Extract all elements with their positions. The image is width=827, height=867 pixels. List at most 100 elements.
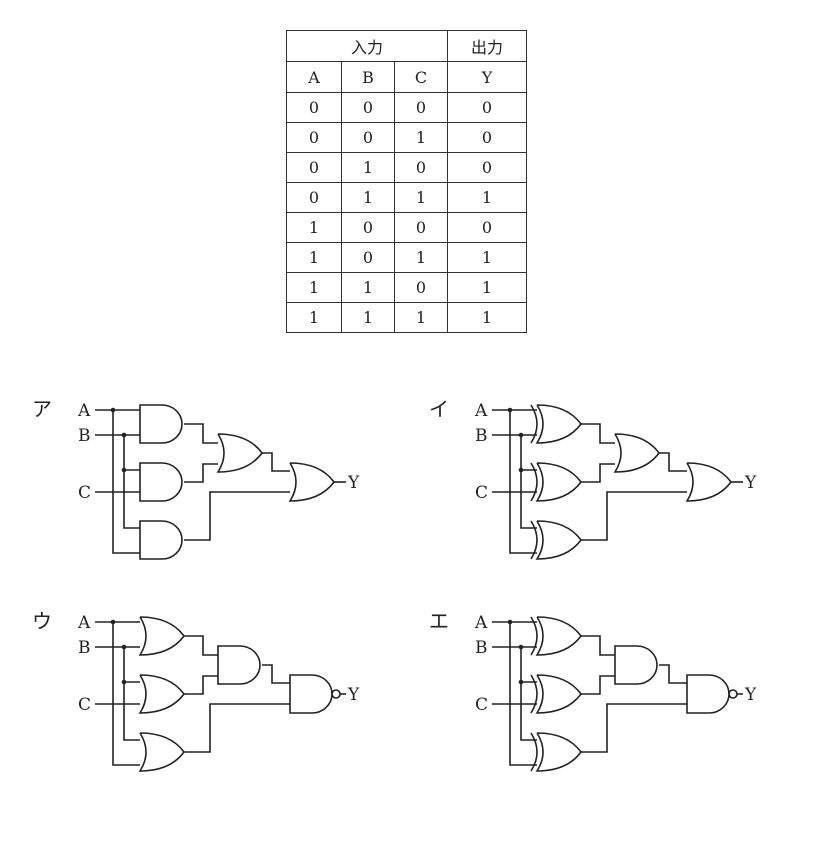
junction-dot xyxy=(110,407,116,413)
or-gate xyxy=(613,433,660,473)
wire xyxy=(659,664,687,684)
wire xyxy=(659,452,687,472)
circuit-option-label: ウ xyxy=(32,609,52,633)
input-label-b: B xyxy=(78,426,91,446)
table-cell: 1 xyxy=(286,212,342,243)
wire xyxy=(123,470,140,529)
wire xyxy=(581,703,687,753)
wire xyxy=(184,635,218,656)
xor-gate xyxy=(535,520,582,560)
table-cell: 0 xyxy=(341,242,395,273)
circuit-option-label: イ xyxy=(429,397,449,421)
wire xyxy=(581,423,615,444)
wire xyxy=(123,435,140,471)
junction-dot xyxy=(121,644,127,650)
wire xyxy=(581,675,615,695)
wire xyxy=(184,703,290,753)
junction-dot xyxy=(121,467,127,473)
wire xyxy=(184,491,290,541)
truth-table-column-header-row: A B C Y xyxy=(286,61,527,93)
junction-dot xyxy=(121,432,127,438)
xor-gate-extra-curve xyxy=(530,616,538,656)
xor-gate xyxy=(535,404,582,444)
wire xyxy=(184,423,218,444)
xor-gate-extra-curve xyxy=(530,732,538,772)
or-gate xyxy=(138,616,185,656)
wire xyxy=(509,410,537,554)
or-gate xyxy=(685,462,732,502)
input-label-c: C xyxy=(475,695,488,715)
wire xyxy=(123,682,140,741)
input-label-c: C xyxy=(78,483,91,503)
output-label-y: Y xyxy=(347,685,360,705)
outputs-group-header: 出力 xyxy=(447,30,527,62)
xor-gate-extra-curve xyxy=(530,520,538,560)
table-cell: 1 xyxy=(394,242,448,273)
table-cell: 1 xyxy=(286,242,342,273)
column-header-y: Y xyxy=(447,61,527,93)
table-cell: 1 xyxy=(286,272,342,303)
output-label-y: Y xyxy=(744,685,757,705)
table-cell: 1 xyxy=(447,272,527,303)
junction-dot xyxy=(121,679,127,685)
input-label-c: C xyxy=(475,483,488,503)
nand-gate xyxy=(289,674,333,714)
junction-dot xyxy=(518,679,524,685)
wire xyxy=(112,622,140,766)
and-gate xyxy=(139,462,183,502)
nand-gate xyxy=(686,674,730,714)
table-cell: 0 xyxy=(394,152,448,183)
or-gate xyxy=(138,674,185,714)
xor-gate-extra-curve xyxy=(530,462,538,502)
wire xyxy=(112,410,140,554)
input-label-c: C xyxy=(78,695,91,715)
junction-dot xyxy=(518,644,524,650)
table-cell: 1 xyxy=(447,242,527,273)
or-gate xyxy=(138,732,185,772)
xor-gate-extra-curve xyxy=(530,674,538,714)
and-gate xyxy=(139,404,183,444)
wire xyxy=(581,463,615,483)
input-label-a: A xyxy=(77,401,91,421)
wire xyxy=(520,470,537,529)
junction-dot xyxy=(507,407,513,413)
and-gate xyxy=(614,645,658,685)
table-cell: 1 xyxy=(394,302,448,333)
xor-gate xyxy=(535,674,582,714)
circuit-u: ウ AB C Y xyxy=(32,609,360,772)
inversion-bubble xyxy=(728,689,738,699)
table-cell: 0 xyxy=(286,122,342,153)
truth-table-group-header-row: 入力 出力 xyxy=(286,30,527,62)
input-label-a: A xyxy=(77,613,91,633)
wire xyxy=(184,675,218,695)
wire xyxy=(520,647,537,683)
table-cell: 0 xyxy=(286,92,342,123)
junction-dot xyxy=(518,467,524,473)
input-label-a: A xyxy=(474,613,488,633)
wire xyxy=(262,664,290,684)
table-cell: 1 xyxy=(447,302,527,333)
wire xyxy=(581,491,687,541)
table-cell: 0 xyxy=(394,212,448,243)
circuit-option-label: エ xyxy=(429,609,449,633)
wire xyxy=(581,635,615,656)
table-cell: 0 xyxy=(394,92,448,123)
output-label-y: Y xyxy=(744,473,757,493)
wire xyxy=(123,647,140,683)
inversion-bubble xyxy=(331,689,341,699)
xor-gate xyxy=(535,616,582,656)
wire xyxy=(520,682,537,741)
wire xyxy=(262,452,290,472)
xor-gate xyxy=(535,732,582,772)
input-label-b: B xyxy=(78,638,91,658)
